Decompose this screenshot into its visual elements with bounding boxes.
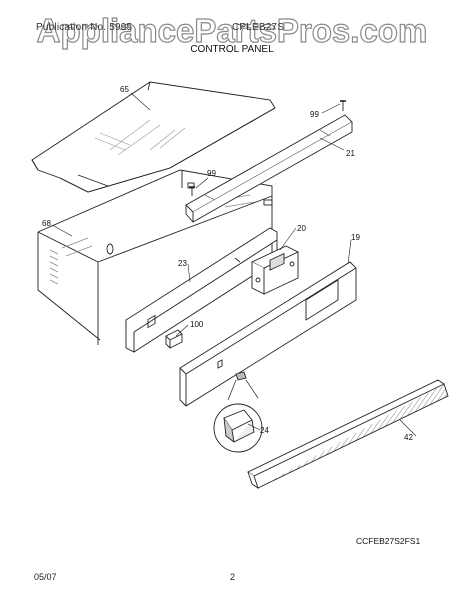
model-number: CPLEB27S [232, 22, 285, 33]
watermark: AppliancePartsPros.com [36, 11, 428, 49]
part-19-control-panel [179, 261, 357, 407]
diagram-code: CCFEB27S2FS1 [356, 536, 421, 546]
section-title: CONTROL PANEL [190, 44, 274, 55]
leader-lines [51, 92, 417, 437]
part-100-switch [165, 329, 183, 350]
watermark-text: AppliancePartsPros.com [37, 12, 428, 49]
part-24-keypad [213, 371, 263, 453]
part-20-control-board [250, 245, 300, 295]
footer-date: 05/07 [34, 572, 57, 582]
part-68-chassis [37, 169, 273, 345]
part-99-screw-top [340, 100, 346, 111]
callout-65: 65 [120, 85, 129, 94]
part-65-top-cover [31, 81, 276, 193]
callout-100: 100 [190, 320, 204, 329]
callout-99-left: 99 [207, 169, 216, 178]
callout-42: 42 [404, 433, 413, 442]
callout-68: 68 [42, 219, 51, 228]
callout-24: 24 [260, 426, 269, 435]
callout-21: 21 [346, 149, 355, 158]
part-99-screw-left [189, 186, 195, 196]
callout-20: 20 [297, 224, 306, 233]
publication-number: Publication No. 5995 [36, 22, 133, 33]
part-21-rail-bracket [185, 114, 353, 223]
part-42-trim-strip [247, 379, 449, 490]
callout-23: 23 [178, 259, 187, 268]
callout-19: 19 [351, 233, 360, 242]
page-number: 2 [230, 572, 236, 582]
callout-99-top: 99 [310, 110, 319, 119]
